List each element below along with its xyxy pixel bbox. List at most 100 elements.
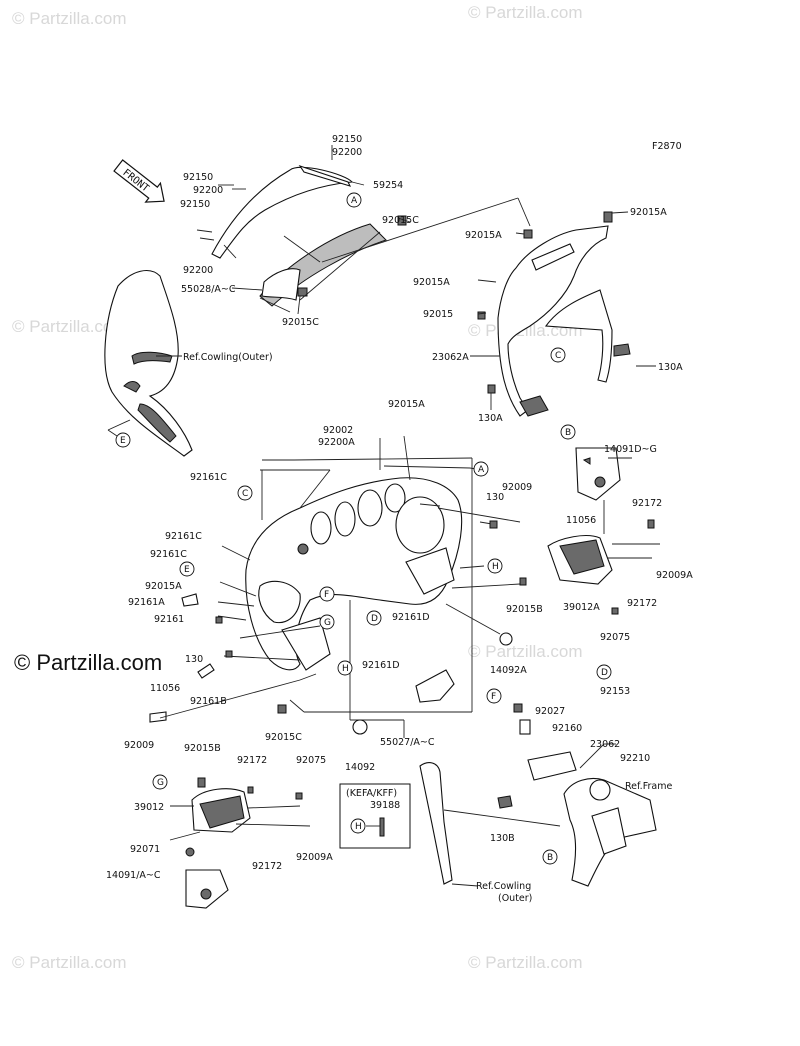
part-label: 92172: [632, 498, 662, 509]
callout-label: A: [351, 196, 358, 206]
part-label: Ref.Cowling(Outer): [183, 352, 273, 363]
watermarks: © Partzilla.com © Partzilla.com © Partzi…: [12, 3, 583, 972]
part-label: 92161: [154, 614, 184, 625]
part-label: 59254: [373, 180, 403, 191]
part-label: 92009: [502, 482, 532, 493]
part-label: 92027: [535, 706, 565, 717]
part-labels: 92150 92200 92150 92200 59254 92150 9201…: [106, 134, 693, 904]
part-label: 11056: [150, 683, 180, 694]
callout-label: E: [184, 565, 190, 575]
part-label: 130: [486, 492, 504, 503]
part-label: 92015A: [145, 581, 182, 592]
callout-label: E: [120, 436, 126, 446]
callout-label: H: [342, 664, 349, 674]
part-label: 92161D: [392, 612, 430, 623]
part-label: 92015A: [388, 399, 425, 410]
callout-markers: A E C B A C E G F D H H D F G B: [115, 192, 612, 865]
part-label: 92161B: [190, 696, 227, 707]
part-label: 92200: [332, 147, 362, 158]
callout-label: C: [555, 351, 561, 361]
bracket-frame: [470, 211, 656, 417]
watermark-main: © Partzilla.com: [14, 650, 162, 675]
part-label: 92150: [183, 172, 213, 183]
variant-part: 39188: [370, 800, 400, 811]
part-label: (Outer): [498, 893, 532, 904]
part-label: 92161A: [128, 597, 165, 608]
inner-fairing: [245, 477, 463, 671]
part-label: 92160: [552, 723, 582, 734]
part-label: 92002: [323, 425, 353, 436]
part-label: 92200: [183, 265, 213, 276]
part-label: 92161C: [190, 472, 227, 483]
callout-label: G: [324, 618, 331, 628]
part-label: Ref.Frame: [625, 781, 672, 792]
left-cover-assembly: [169, 777, 311, 909]
callout-label: B: [547, 853, 553, 863]
part-label: 92015B: [184, 743, 221, 754]
callout-label: G: [157, 778, 164, 788]
part-label: 92075: [296, 755, 326, 766]
part-label: 39012A: [563, 602, 600, 613]
part-label: 92161D: [362, 660, 400, 671]
part-label: 130: [185, 654, 203, 665]
part-label: 92071: [130, 844, 160, 855]
watermark: © Partzilla.com: [12, 317, 127, 336]
duct-pieces: [149, 520, 527, 735]
callout-label: F: [324, 590, 329, 600]
part-label: 92009A: [296, 852, 333, 863]
watermark: © Partzilla.com: [12, 9, 127, 28]
watermark: © Partzilla.com: [12, 953, 127, 972]
part-label: 130A: [658, 362, 683, 373]
part-label: 92015C: [282, 317, 319, 328]
watermark: © Partzilla.com: [468, 3, 583, 22]
part-label: 14091/A~C: [106, 870, 161, 881]
part-label: 92015A: [413, 277, 450, 288]
callout-label: B: [565, 428, 571, 438]
callout-label: H: [492, 562, 499, 572]
part-label: 92015A: [630, 207, 667, 218]
part-label: 92015C: [382, 215, 419, 226]
upper-cover-assembly: [196, 145, 407, 307]
part-label: 92015: [423, 309, 453, 320]
leader-lines: [223, 181, 531, 315]
part-label: 92172: [627, 598, 657, 609]
part-label: 130A: [478, 413, 503, 424]
part-label: 92150: [332, 134, 362, 145]
part-label: Ref.Cowling: [476, 881, 531, 892]
part-label: 92009: [124, 740, 154, 751]
part-label: 55028/A~C: [181, 284, 236, 295]
outer-cowling-left: [104, 270, 193, 457]
part-label: 130B: [490, 833, 515, 844]
part-label: 39012: [134, 802, 164, 813]
part-label: 92009A: [656, 570, 693, 581]
right-cover-assembly: [547, 447, 660, 615]
variant-box: (KEFA/KFF) 39188 H: [339, 783, 411, 849]
part-label: 92172: [252, 861, 282, 872]
part-label: 55027/A~C: [380, 737, 435, 748]
part-label: 92015A: [465, 230, 502, 241]
callout-label: C: [242, 489, 248, 499]
part-label: 92161C: [150, 549, 187, 560]
frame-assembly: [419, 703, 657, 887]
watermark: © Partzilla.com: [468, 953, 583, 972]
figure-code: F2870: [652, 141, 682, 152]
part-label: 92161C: [165, 531, 202, 542]
leader-lines: [217, 435, 521, 738]
part-label: 92200: [193, 185, 223, 196]
part-label: 92210: [620, 753, 650, 764]
part-label: 14091D~G: [604, 444, 657, 455]
watermark: © Partzilla.com: [468, 642, 583, 661]
callout-label: F: [491, 692, 496, 702]
callout-label: A: [478, 465, 485, 475]
part-label: 92150: [180, 199, 210, 210]
callout-label: D: [371, 614, 378, 624]
part-label: 92172: [237, 755, 267, 766]
callout-label: D: [601, 668, 608, 678]
part-label: 14092: [345, 762, 375, 773]
variant-title: (KEFA/KFF): [346, 788, 397, 799]
part-label: 92075: [600, 632, 630, 643]
part-label: 14092A: [490, 665, 527, 676]
part-label: 92015C: [265, 732, 302, 743]
